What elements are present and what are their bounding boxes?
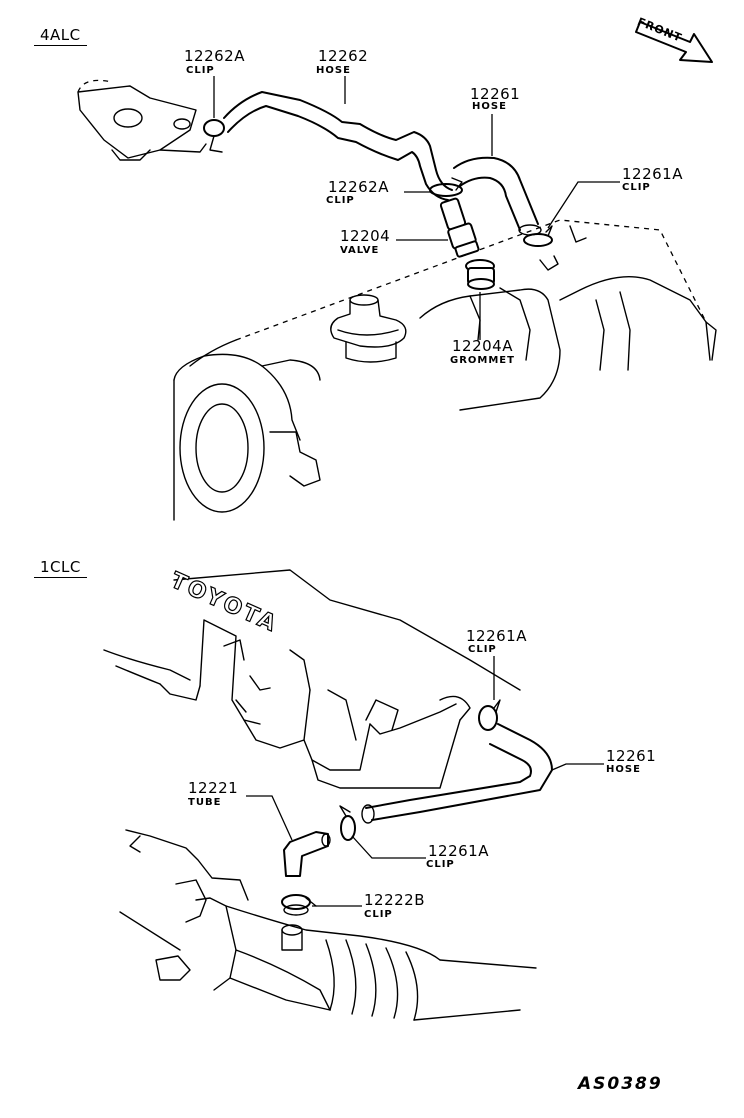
- clip-12261a-manifold: [478, 699, 501, 731]
- part-name-hose-12262: HOSE: [316, 65, 351, 76]
- part-number-valve-12204: 12204: [340, 227, 391, 245]
- part-name-clip-12262a-mid: CLIP: [326, 195, 355, 206]
- intake-manifold: [103, 569, 521, 789]
- part-number-clip-12261a-manifold: 12261A: [466, 627, 527, 645]
- throttle-flange: [77, 79, 207, 161]
- part-number-clip-12261a-lower: 12261A: [428, 842, 489, 860]
- part-number-clip-12222b: 12222B: [364, 891, 426, 909]
- part-name-hose-12261-upper: HOSE: [472, 101, 507, 112]
- clip-12222b: [281, 894, 317, 916]
- air-intake-connector: [119, 829, 537, 1021]
- part-number-clip-12262a-left: 12262A: [184, 47, 245, 65]
- part-number-hose-12261-upper: 12261: [470, 85, 521, 103]
- front-arrow-icon: [635, 21, 713, 63]
- part-name-clip-12261a-manifold: CLIP: [468, 644, 497, 655]
- section-title-4alc: 4ALC: [34, 28, 87, 46]
- hose-12261-upper: [453, 156, 542, 236]
- part-number-clip-12261a-upper: 12261A: [622, 165, 683, 183]
- part-number-grommet-12204a: 12204A: [452, 337, 513, 355]
- part-number-tube-12221: 12221: [188, 779, 239, 797]
- clip-12261a-upper: [523, 225, 553, 247]
- tube-12221: [283, 831, 331, 877]
- section-title-1clc: 1CLC: [34, 560, 87, 578]
- part-number-clip-12262a-mid: 12262A: [328, 178, 389, 196]
- part-name-clip-12222b: CLIP: [364, 909, 393, 920]
- clip-12262a-mid: [429, 177, 463, 197]
- part-name-valve-12204: VALVE: [340, 245, 380, 256]
- pcv-valve-12204: [439, 197, 480, 258]
- part-name-clip-12261a-lower: CLIP: [426, 859, 455, 870]
- clip-12261a-lower: [339, 805, 356, 841]
- oil-filler-cap: [330, 294, 407, 363]
- hose-12262: [223, 91, 453, 201]
- part-name-clip-12262a-left: CLIP: [186, 65, 215, 76]
- figure-code: AS0389: [578, 1074, 663, 1094]
- part-number-hose-12262: 12262: [318, 47, 369, 65]
- grommet-12204a: [465, 259, 495, 290]
- part-name-hose-12261-lower: HOSE: [606, 764, 641, 775]
- part-name-clip-12261a-upper: CLIP: [622, 182, 651, 193]
- timing-cover: [173, 353, 321, 521]
- hose-12261-lower: [361, 723, 553, 824]
- part-name-grommet-12204a: GROMMET: [450, 355, 515, 366]
- part-name-tube-12221: TUBE: [188, 797, 222, 808]
- clip-12262a-left: [203, 119, 225, 153]
- valve-cover: [189, 219, 717, 411]
- part-number-hose-12261-lower: 12261: [606, 747, 657, 765]
